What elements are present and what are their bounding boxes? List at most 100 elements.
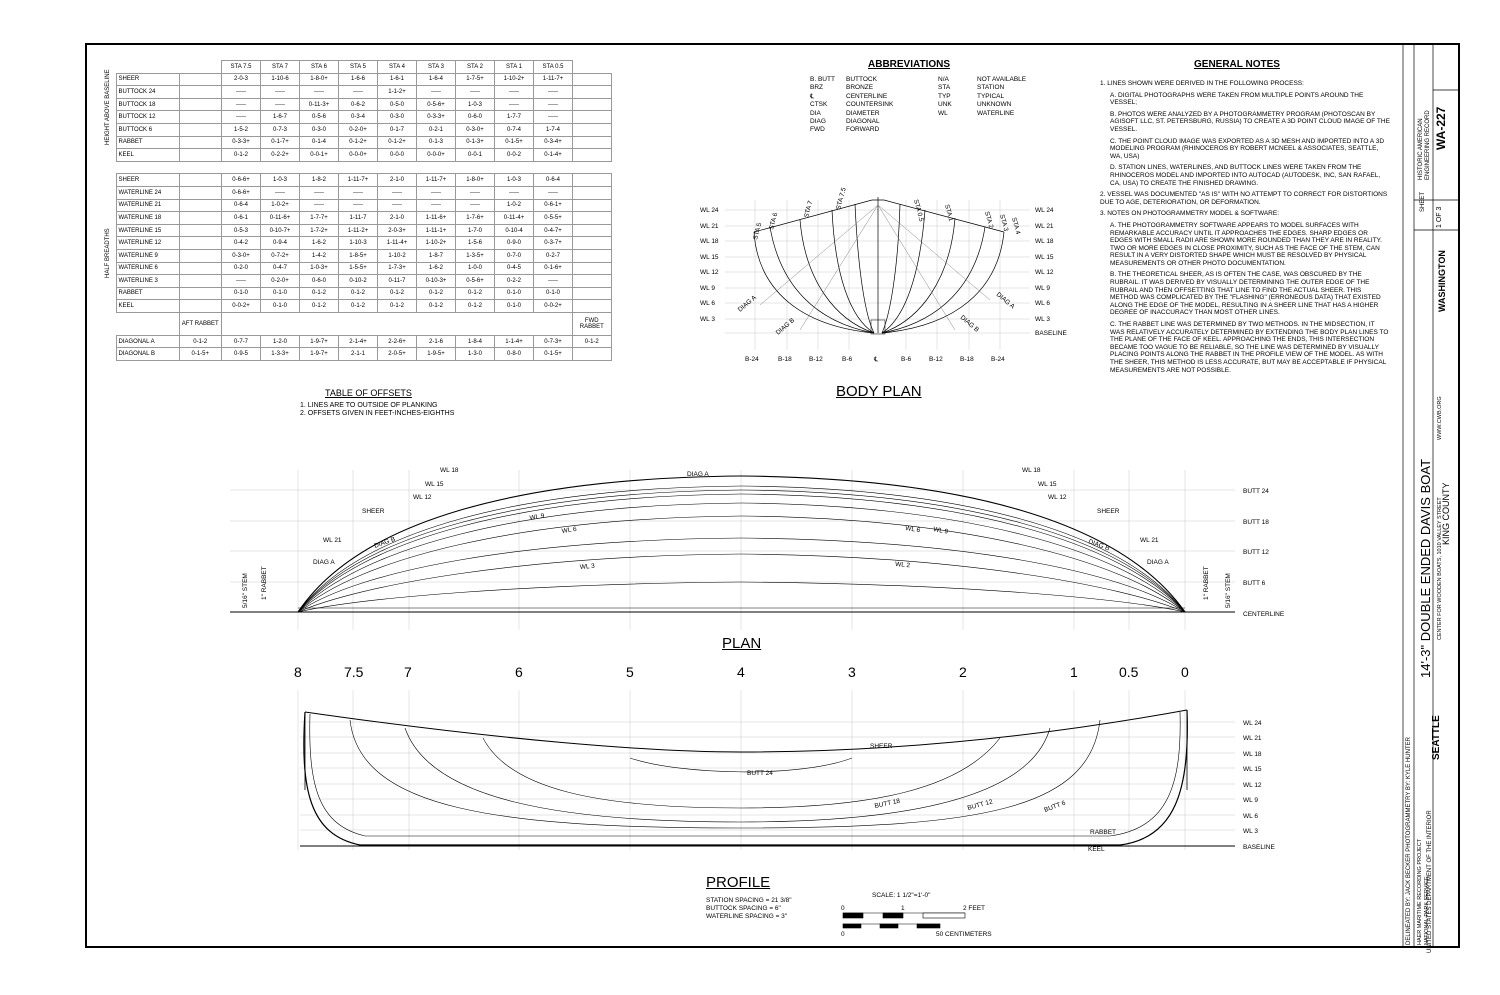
bp-diag-b-right: DIAG B — [959, 314, 980, 334]
note-2: 2. VESSEL WAS DOCUMENTED "AS IS" WITH NO… — [1100, 191, 1388, 206]
profile-title: PROFILE — [706, 874, 771, 891]
note-3a: A. THE PHOTOGRAMMETRY SOFTWARE APPEARS T… — [1110, 221, 1382, 267]
scale-feet-0: 0 — [841, 905, 845, 912]
offset-value: 0-1-2 — [338, 299, 378, 313]
abbrev-meaning: UNKNOWN — [977, 101, 1012, 109]
offset-value: 0-1-2 — [416, 299, 456, 313]
offset-value — [572, 347, 612, 362]
bp-wl18-left: WL 18 — [700, 238, 719, 245]
station-1: 1 — [1070, 664, 1078, 680]
bp-sta7: STA 7 — [803, 200, 814, 219]
abbrev-code: ℄ — [810, 92, 815, 100]
bp-wl12-right: WL 12 — [1035, 269, 1054, 276]
plan-wl15-aft: WL 15 — [425, 481, 444, 488]
offset-value: 0-1-5+ — [533, 347, 573, 362]
pr-wl9: WL 9 — [1243, 797, 1258, 804]
offset-value: 0-0-1 — [455, 148, 495, 162]
pr-sheer: SHEER — [870, 743, 893, 750]
pr-wl21: WL 21 — [1243, 735, 1262, 742]
table-cell — [572, 148, 612, 162]
note-3: 3. NOTES ON PHOTOGRAMMETRY MODEL & SOFTW… — [1100, 210, 1280, 218]
bp-wl6-right: WL 6 — [1035, 300, 1050, 307]
offset-value: 1-9-5+ — [416, 347, 456, 362]
bp-sta05: STA 0.5 — [912, 199, 925, 223]
body-plan-sections — [753, 197, 1005, 335]
abbrev-meaning: STATION — [977, 84, 1005, 92]
bp-wl21-right: WL 21 — [1035, 223, 1054, 230]
body-plan-title: BODY PLAN — [836, 383, 922, 400]
plan-wl12-fwd: WL 12 — [1048, 494, 1067, 501]
plan-stem-fwd: 5/16" STEM — [1225, 573, 1232, 608]
note-1: 1. LINES SHOWN WERE DERIVED IN THE FOLLO… — [1100, 80, 1304, 87]
bp-baseline: BASELINE — [1035, 330, 1067, 337]
pr-baseline: BASELINE — [1243, 844, 1275, 851]
bp-wl12-left: WL 12 — [700, 269, 719, 276]
plan-butt6: BUTT 6 — [1243, 580, 1266, 587]
scale-feet-2: 2 FEET — [963, 905, 986, 912]
bp-diag-b-left: DIAG B — [775, 317, 796, 337]
plan-diaga-mid: DIAG A — [687, 471, 709, 478]
scale-bar — [842, 912, 966, 929]
bp-wl9-left: WL 9 — [700, 285, 715, 292]
abbrev-meaning: COUNTERSINK — [846, 101, 894, 109]
offset-value: 0-1-4+ — [533, 148, 573, 162]
plan-sheer-aft: SHEER — [362, 508, 385, 515]
plan-wl18-aft: WL 18 — [440, 467, 459, 474]
bp-b24-right: B-24 — [991, 356, 1005, 363]
row-label: KEEL — [115, 148, 180, 162]
plan-wl21-fwd: WL 21 — [1140, 537, 1159, 544]
profile-lines — [300, 709, 1235, 847]
abbrev-meaning: FORWARD — [846, 126, 880, 134]
bp-wl15-right: WL 15 — [1035, 254, 1054, 261]
station-7: 7 — [404, 664, 412, 680]
bp-b12-right: B-12 — [929, 356, 943, 363]
abbrev-code: DIA — [810, 109, 821, 117]
fwd-rabbet-header: FWD RABBET — [572, 311, 612, 336]
station-2: 2 — [959, 664, 967, 680]
bp-wl3-left: WL 3 — [700, 316, 715, 323]
pr-butt6: BUTT 6 — [1043, 800, 1067, 814]
bp-centerline: ℄ — [873, 356, 879, 363]
abbrev-meaning: BRONZE — [846, 84, 874, 92]
note-3c: C. THE RABBET LINE WAS DETERMINED BY TWO… — [1110, 321, 1389, 374]
pr-wl12: WL 12 — [1243, 782, 1262, 789]
plan-wl21-aft: WL 21 — [323, 537, 342, 544]
plan-wl18-fwd: WL 18 — [1022, 467, 1041, 474]
station-8: 8 — [294, 664, 302, 680]
offsets-note-2: 2. OFFSETS GIVEN IN FEET-INCHES-EIGHTHS — [300, 410, 455, 417]
pr-wl15: WL 15 — [1243, 766, 1262, 773]
bp-wl18-right: WL 18 — [1035, 238, 1054, 245]
pr-wl6: WL 6 — [1243, 813, 1258, 820]
abbrev-meaning: CENTERLINE — [846, 92, 888, 100]
bp-sta2: STA 2 — [983, 211, 994, 230]
scale-label: SCALE: 1 1/2"=1'-0" — [872, 892, 931, 899]
station-7-5: 7.5 — [344, 664, 364, 680]
bp-wl15-left: WL 15 — [700, 254, 719, 261]
bp-wl3-right: WL 3 — [1035, 316, 1050, 323]
offset-value: 0-0-2+ — [533, 299, 573, 313]
general-notes-list: 1. LINES SHOWN WERE DERIVED IN THE FOLLO… — [1100, 80, 1390, 378]
bp-b12-left: B-12 — [809, 356, 823, 363]
abbrev-code: FWD — [810, 126, 825, 134]
offset-value: 0-1-2 — [221, 148, 261, 162]
pr-butt24: BUTT 24 — [747, 770, 773, 777]
buttock-spacing: BUTTOCK SPACING = 6" — [706, 905, 781, 912]
abbreviations-title: ABBREVIATIONS — [868, 59, 951, 70]
bp-b24-left: B-24 — [745, 356, 759, 363]
plan-butt12: BUTT 12 — [1243, 549, 1269, 556]
